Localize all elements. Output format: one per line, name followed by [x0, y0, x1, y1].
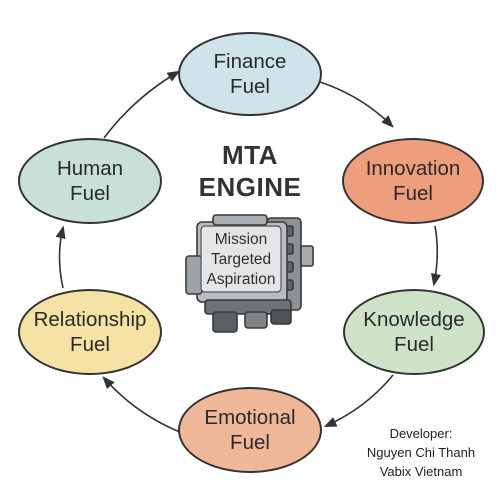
arrow-finance-to-innovation [319, 81, 394, 128]
human-fuel-node: Human Fuel [18, 138, 162, 224]
node-label-line2: Fuel [70, 333, 110, 356]
node-label-line1: Innovation [365, 157, 461, 180]
arrow-innovation-to-knowledge [430, 225, 442, 287]
node-label-line2: Fuel [230, 431, 270, 454]
developer-credit: Developer: Nguyen Chi Thanh Vabix Vietna… [362, 424, 480, 481]
node-label-line1: Emotional [204, 406, 296, 429]
credit-line2: Nguyen Chi Thanh [366, 445, 476, 460]
node-label-line1: Knowledge [363, 308, 465, 331]
finance-fuel-node: Finance Fuel [178, 32, 322, 116]
engine-title-line1: MTA [222, 140, 278, 170]
arrow-knowledge-to-emotional [323, 374, 394, 428]
engine-label-line2: Targeted [210, 251, 272, 268]
node-label-line2: Fuel [393, 182, 433, 205]
node-label-line2: Fuel [230, 75, 270, 98]
arrow-relationship-to-human [55, 225, 66, 289]
engine-label-line3: Aspiration [206, 271, 276, 288]
arrow-emotional-to-relationship [102, 376, 181, 433]
node-label-line1: Human [56, 157, 124, 180]
credit-line3: Vabix Vietnam [379, 464, 463, 479]
node-label-line1: Finance [213, 50, 287, 73]
knowledge-fuel-node: Knowledge Fuel [343, 289, 485, 375]
emotional-fuel-node: Emotional Fuel [178, 387, 322, 473]
node-label-line2: Fuel [70, 182, 110, 205]
engine-label-line1: Mission [214, 231, 268, 248]
engine-title-line2: ENGINE [198, 172, 302, 202]
arrow-human-to-finance [103, 70, 181, 139]
engine-icon [185, 214, 314, 333]
innovation-fuel-node: Innovation Fuel [342, 138, 484, 224]
node-label-line1: Relationship [33, 308, 147, 331]
credit-line1: Developer: [389, 426, 453, 441]
relationship-fuel-node: Relationship Fuel [18, 289, 162, 375]
node-label-line2: Fuel [394, 333, 434, 356]
